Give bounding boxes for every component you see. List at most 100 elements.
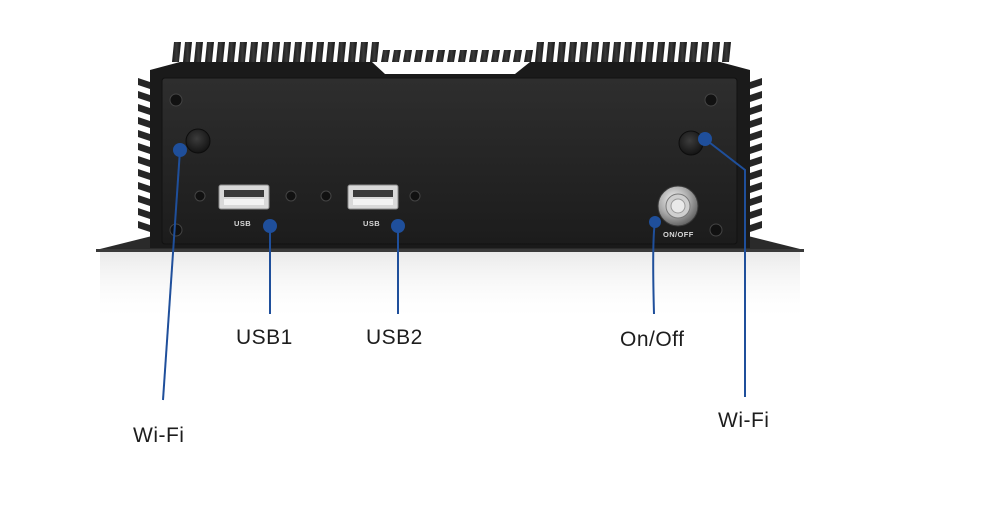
heatsink-fin bbox=[348, 42, 357, 62]
heatsink-fin bbox=[612, 42, 621, 62]
heatsink-fins-side bbox=[138, 78, 762, 232]
heatsink-fin bbox=[238, 42, 247, 62]
floor-reflection bbox=[100, 252, 800, 322]
power-button-label: ON/OFF bbox=[663, 230, 694, 239]
heatsink-fin bbox=[216, 42, 225, 62]
heatsink-fin bbox=[689, 42, 698, 62]
heatsink-fin bbox=[469, 50, 478, 62]
side-fin bbox=[750, 143, 762, 154]
dot-usb2 bbox=[391, 219, 405, 233]
side-fin bbox=[750, 117, 762, 128]
usb-port-2 bbox=[347, 184, 399, 210]
heatsink-fin bbox=[579, 42, 588, 62]
side-fin bbox=[138, 117, 150, 128]
heatsink-fin bbox=[601, 42, 610, 62]
side-fin bbox=[138, 143, 150, 154]
side-fin bbox=[750, 156, 762, 167]
usb-port-2-label: USB bbox=[363, 219, 380, 228]
side-fin bbox=[750, 208, 762, 219]
side-fin bbox=[750, 182, 762, 193]
dot-wifi-right bbox=[698, 132, 712, 146]
heatsink-fin bbox=[447, 50, 456, 62]
heatsink-fin bbox=[667, 42, 676, 62]
heatsink-fin bbox=[304, 42, 313, 62]
heatsink-fins-top bbox=[172, 42, 731, 62]
side-fin bbox=[138, 104, 150, 115]
heatsink-fin bbox=[172, 42, 181, 62]
callout-label-wifi-left: Wi-Fi bbox=[133, 424, 185, 447]
leader-wifi-left bbox=[162, 149, 181, 401]
heatsink-fin bbox=[623, 42, 632, 62]
heatsink-fin bbox=[491, 50, 500, 62]
side-fin bbox=[750, 78, 762, 89]
heatsink-fin bbox=[403, 50, 412, 62]
side-fin bbox=[138, 208, 150, 219]
side-fin bbox=[750, 195, 762, 206]
side-fin bbox=[138, 169, 150, 180]
side-fin bbox=[138, 78, 150, 89]
callout-label-usb1: USB1 bbox=[236, 326, 293, 349]
heatsink-fin bbox=[183, 42, 192, 62]
heatsink-fin bbox=[524, 50, 533, 62]
heatsink-fin bbox=[535, 42, 544, 62]
heatsink-fin bbox=[480, 50, 489, 62]
heatsink-fin bbox=[205, 42, 214, 62]
side-fin bbox=[750, 221, 762, 232]
heatsink-fin bbox=[260, 42, 269, 62]
heatsink-fin bbox=[359, 42, 368, 62]
heatsink-fin bbox=[227, 42, 236, 62]
side-fin bbox=[138, 130, 150, 141]
heatsink-fin bbox=[656, 42, 665, 62]
heatsink-fin bbox=[194, 42, 203, 62]
side-fin bbox=[750, 91, 762, 102]
dot-usb1 bbox=[263, 219, 277, 233]
heatsink-fin bbox=[645, 42, 654, 62]
side-fin bbox=[750, 130, 762, 141]
heatsink-fin bbox=[700, 42, 709, 62]
side-fin bbox=[138, 91, 150, 102]
heatsink-fin bbox=[458, 50, 467, 62]
dot-on-off bbox=[649, 216, 661, 228]
heatsink-fin bbox=[425, 50, 434, 62]
heatsink-fin bbox=[568, 42, 577, 62]
heatsink-fin bbox=[315, 42, 324, 62]
heatsink-fin bbox=[249, 42, 258, 62]
heatsink-fin bbox=[271, 42, 280, 62]
heatsink-fin bbox=[414, 50, 423, 62]
side-fin bbox=[138, 182, 150, 193]
heatsink-fin bbox=[722, 42, 731, 62]
heatsink-fin bbox=[678, 42, 687, 62]
side-fin bbox=[750, 104, 762, 115]
heatsink-fin bbox=[502, 50, 511, 62]
heatsink-fin bbox=[370, 42, 379, 62]
leader-wifi-right bbox=[704, 138, 746, 397]
heatsink-fin bbox=[326, 42, 335, 62]
heatsink-fin bbox=[590, 42, 599, 62]
dot-wifi-left bbox=[173, 143, 187, 157]
callout-leaders bbox=[162, 132, 746, 401]
heatsink-fin bbox=[436, 50, 445, 62]
heatsink-fin bbox=[557, 42, 566, 62]
heatsink-fin bbox=[711, 42, 720, 62]
heatsink-fin bbox=[392, 50, 401, 62]
heatsink-fin bbox=[513, 50, 522, 62]
heatsink-fin bbox=[381, 50, 390, 62]
usb-port-1-label: USB bbox=[234, 219, 251, 228]
front-panel bbox=[161, 77, 738, 245]
side-fin bbox=[138, 221, 150, 232]
heatsink-fin bbox=[546, 42, 555, 62]
bracket-edge bbox=[96, 249, 804, 252]
heatsink-fin bbox=[634, 42, 643, 62]
power-button bbox=[657, 185, 699, 227]
side-fin bbox=[750, 169, 762, 180]
side-fin bbox=[138, 195, 150, 206]
callout-label-usb2: USB2 bbox=[366, 326, 423, 349]
heatsink-fin bbox=[337, 42, 346, 62]
side-fin bbox=[138, 156, 150, 167]
heatsink-fin bbox=[282, 42, 291, 62]
heatsink-fin bbox=[293, 42, 302, 62]
usb-port-1 bbox=[218, 184, 270, 210]
callout-label-wifi-right: Wi-Fi bbox=[718, 409, 770, 432]
